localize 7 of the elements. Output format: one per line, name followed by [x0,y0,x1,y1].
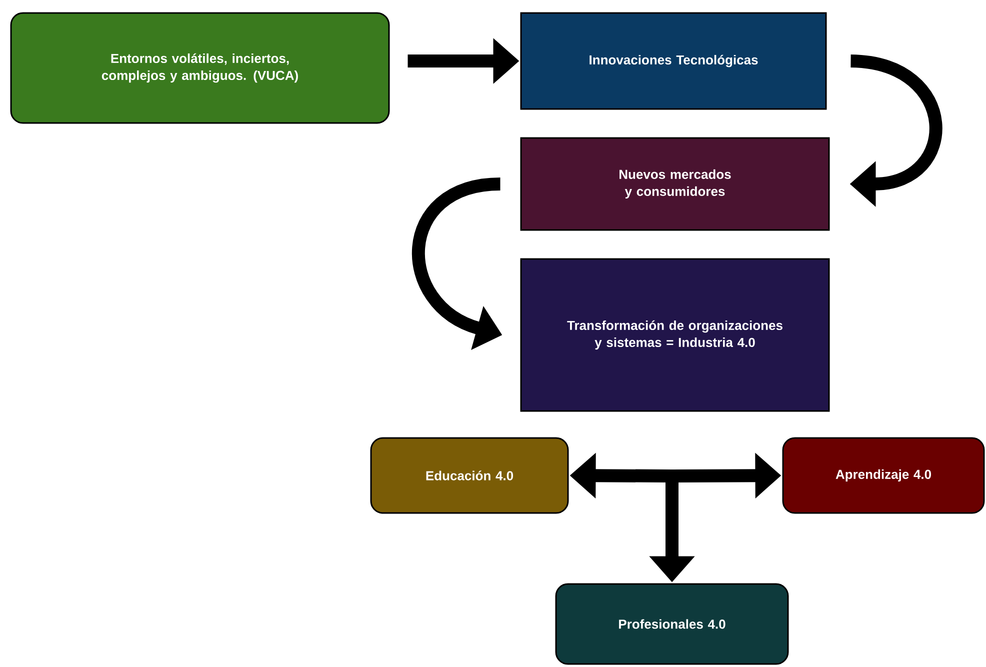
process-box: Innovaciones Tecnológicas [520,12,827,110]
rounded-box: Aprendizaje 4.0 [782,437,985,514]
rounded-box: Educación 4.0 [370,437,569,514]
rounded-box: Profesionales 4.0 [555,583,789,665]
process-box: Transformación de organizaciones y sistemas = Industria 4.0 [520,258,830,412]
rounded-box: Entornos volátiles, inciertos, complejos y ambiguos. (VUCA) [10,12,390,124]
process-box: Nuevos mercados y consumidores [520,137,830,231]
